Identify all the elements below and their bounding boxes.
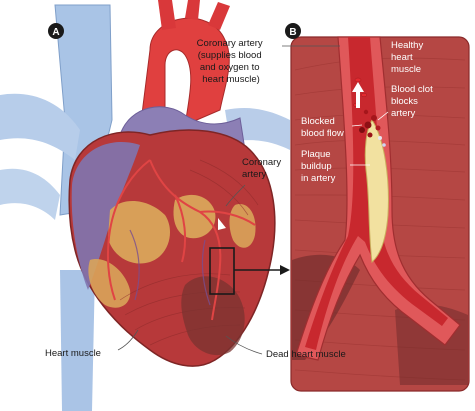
inferior-vena-cava	[60, 270, 95, 411]
label-blocked-blood-flow: Blocked blood flow	[301, 116, 344, 139]
leader-lines	[117, 45, 340, 355]
pulmonary-vein-left	[0, 93, 80, 160]
leader-coronary-artery	[225, 184, 246, 207]
badge-a: A	[48, 23, 64, 39]
leader-blocked-flow	[351, 124, 363, 127]
right-atrium	[71, 141, 140, 290]
blockage-highlight-box	[209, 247, 235, 295]
coronary-artery-network	[106, 159, 256, 321]
label-heart-muscle: Heart muscle	[45, 348, 101, 359]
flow-arrow-heart	[218, 218, 226, 230]
panel-a-heart	[0, 0, 290, 411]
plaque-deposit	[364, 119, 389, 263]
aortic-branch	[185, 0, 200, 20]
aortic-branch	[158, 0, 176, 30]
pulmonary-vein-lower	[0, 168, 60, 220]
epicardial-fat	[88, 259, 131, 308]
panel-b-artery	[290, 36, 470, 392]
label-plaque-buildup: Plaque buildup in artery	[301, 149, 336, 184]
coronary-veins	[129, 229, 211, 306]
label-dead-heart-muscle: Dead heart muscle	[266, 349, 346, 360]
svg-text:A: A	[52, 27, 59, 38]
svg-text:B: B	[289, 27, 296, 38]
leader-clot	[377, 111, 389, 121]
blood-clot	[359, 109, 386, 147]
leader-heart-muscle	[117, 329, 139, 351]
blood-flow-arrow	[352, 82, 364, 108]
label-healthy-heart-muscle: Healthy heart muscle	[391, 40, 426, 75]
label-coronary-artery: Coronary artery	[242, 157, 284, 180]
label-blood-clot: Blood clot blocks artery	[391, 84, 435, 119]
leader-dead-muscle	[225, 335, 263, 355]
badge-b: B	[285, 23, 301, 39]
aortic-branch	[208, 2, 230, 30]
label-coronary-artery-main: Coronary artery (supplies blood and oxyg…	[197, 38, 266, 85]
zoom-arrow-head	[280, 265, 290, 275]
epicardial-fat	[108, 200, 170, 264]
